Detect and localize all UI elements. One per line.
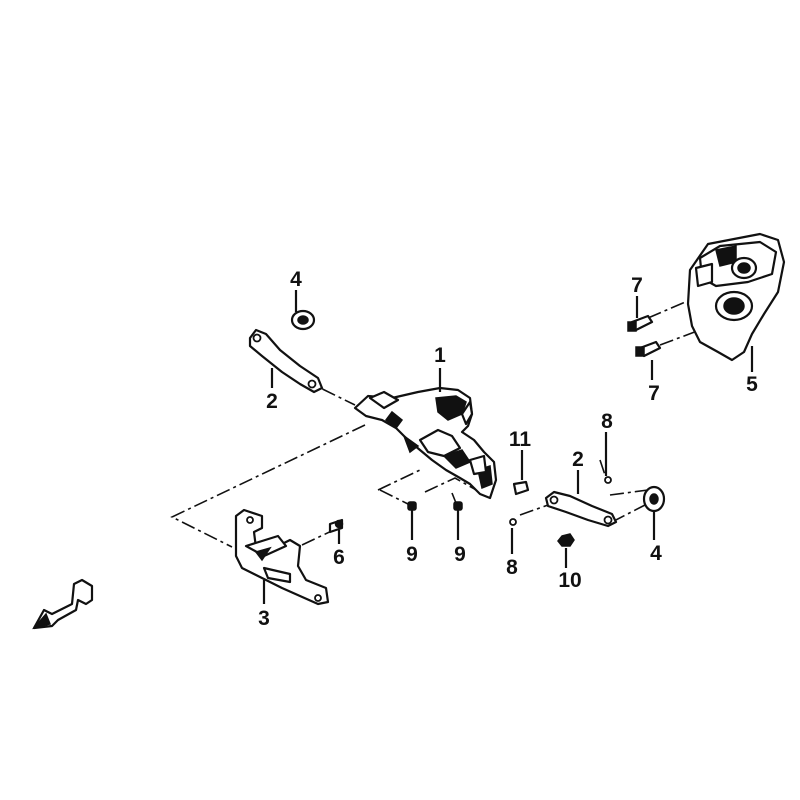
part-6-screw [328,518,344,534]
callout-7-top: 7 [631,274,643,297]
part-5-housing-cover [686,232,786,362]
part-9-left-screw [407,501,417,514]
front-arrow-icon [31,578,94,630]
callout-6: 6 [333,546,345,569]
callout-1: 1 [434,344,446,367]
callout-2-right: 2 [572,448,584,471]
part-3-lower-bracket [234,508,330,606]
part-8-top-pin [604,476,612,484]
part-11-clip [512,480,530,496]
part-4-right-damper [642,485,666,513]
callout-9-left: 9 [406,543,418,566]
part-2-right-link [544,490,618,528]
part-10-nut [557,533,575,547]
callout-5: 5 [746,373,758,396]
callout-11: 11 [509,428,532,451]
part-9-right-screw [453,501,463,514]
part-2-left-link [248,328,324,394]
callout-7-bottom: 7 [648,382,660,405]
callout-8-top: 8 [601,410,613,433]
callout-3: 3 [258,607,270,630]
part-1-main-bracket [353,386,498,500]
callout-8-bottom: 8 [506,556,518,579]
callout-4-top: 4 [290,268,302,291]
callout-10: 10 [558,569,581,592]
assembly-centerlines [170,299,701,548]
leader-lines [262,290,754,604]
callout-2-left: 2 [266,390,278,413]
part-7-bottom-bolt [635,340,662,358]
part-7-top-bolt [627,314,654,332]
callout-labels: 1 2 4 2 3 7 7 5 6 8 8 9 9 10 11 4 [258,268,758,630]
callout-9-right: 9 [454,543,466,566]
callout-4-right: 4 [650,542,662,565]
part-4-top-damper [290,309,316,331]
part-8-bottom-pin [509,518,517,526]
